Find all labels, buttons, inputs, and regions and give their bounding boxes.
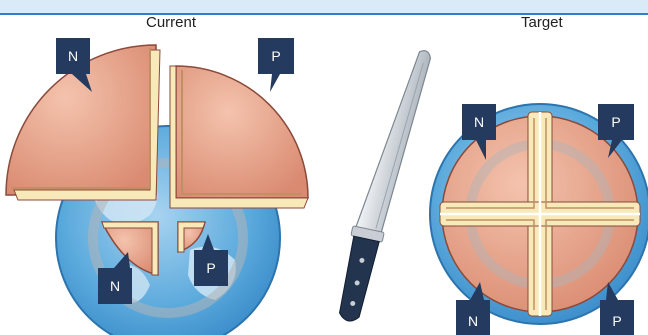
tag-p-label: P: [611, 114, 620, 130]
tag-n-label: N: [110, 278, 120, 294]
tag-p-current-top: P: [258, 38, 294, 92]
current-melon-quarter-top-right: [170, 66, 308, 208]
tag-n-label: N: [68, 48, 78, 64]
tag-n-label: N: [468, 313, 478, 329]
tag-n-label: N: [474, 114, 484, 130]
knife: [333, 44, 431, 327]
tag-p-label: P: [206, 260, 215, 276]
tag-p-label: P: [612, 313, 621, 329]
tag-p-label: P: [271, 48, 280, 64]
